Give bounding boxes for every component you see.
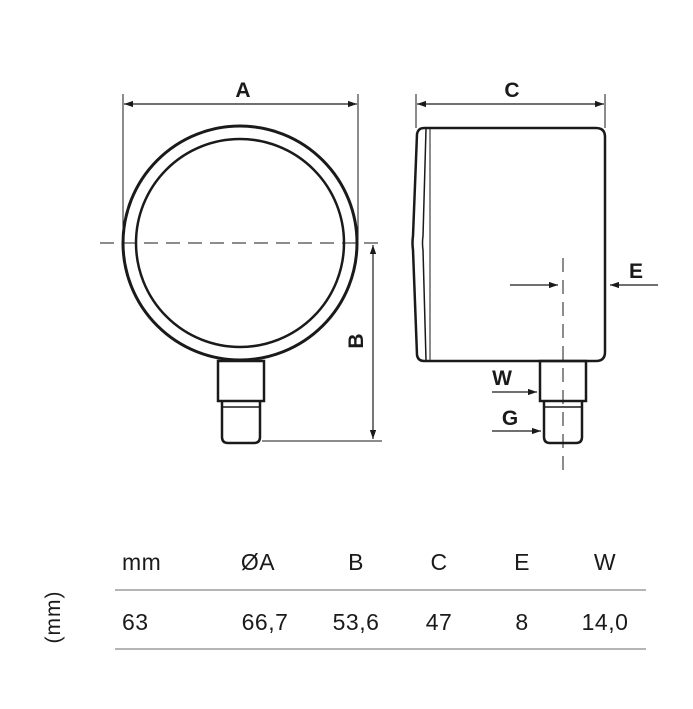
value-a: 66,7 <box>242 609 289 635</box>
value-c: 47 <box>426 609 453 635</box>
label-g: G <box>502 407 518 430</box>
value-w: 14,0 <box>582 609 629 635</box>
connector-thread <box>220 401 262 445</box>
table-unit-label: (mm) <box>42 591 65 644</box>
connector-hex <box>216 359 266 403</box>
side-connector-thread <box>542 401 584 445</box>
gauge-case-side <box>411 126 607 363</box>
side-connector-hex <box>538 359 588 403</box>
header-e: E <box>514 549 530 575</box>
label-b: B <box>345 333 368 348</box>
front-view <box>100 94 382 445</box>
label-w: W <box>492 367 512 390</box>
header-c: C <box>430 549 447 575</box>
label-e: E <box>629 260 643 283</box>
header-a: ØA <box>241 549 275 575</box>
label-c: C <box>504 79 519 102</box>
header-b: B <box>348 549 364 575</box>
value-b: 53,6 <box>333 609 380 635</box>
side-view <box>411 94 658 478</box>
label-a: A <box>235 79 250 102</box>
value-mm: 63 <box>122 609 149 635</box>
header-w: W <box>594 549 616 575</box>
header-mm: mm <box>122 549 161 575</box>
value-e: 8 <box>515 609 528 635</box>
dimension-table: (mm) mm ØA B C E W 63 66,7 53,6 47 8 14,… <box>42 549 646 650</box>
